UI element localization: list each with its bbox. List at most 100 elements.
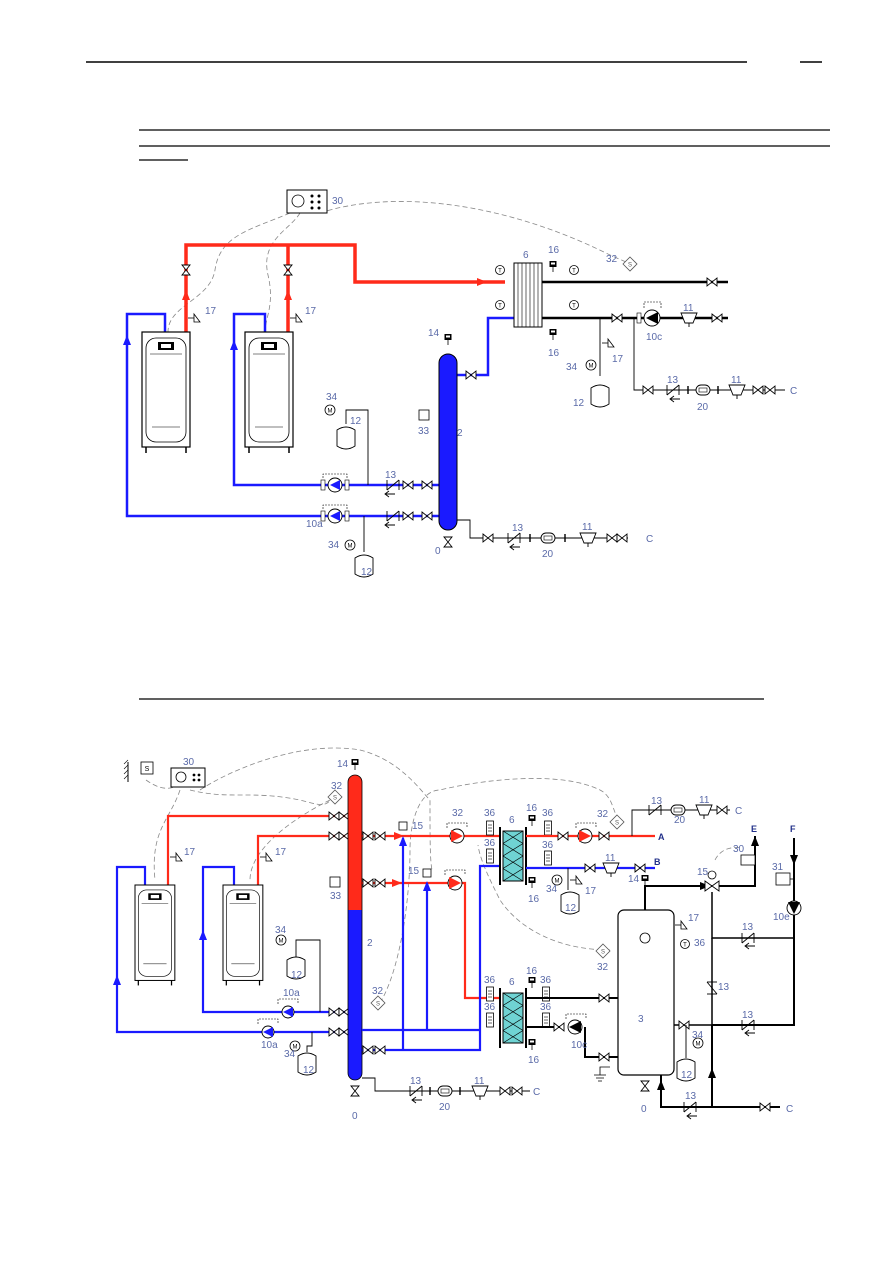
cold-up-arrow-2 — [423, 881, 431, 891]
hot-branch-valve-2 — [374, 831, 386, 841]
label-sensor: 32 — [606, 254, 618, 265]
meter-icon — [437, 1085, 453, 1097]
label-filter-secondary: 11 — [683, 303, 694, 314]
hot-riser-arrow-2 — [284, 290, 292, 300]
boiler-2 — [244, 331, 294, 454]
label-safety-valve-2: 17 — [305, 306, 317, 317]
label-meter-fill-2: 20 — [439, 1102, 451, 1113]
thermo-strip-6 — [486, 1012, 494, 1028]
boiler-1-hot-valve — [328, 811, 340, 821]
label-filter-top: 11 — [699, 795, 710, 806]
air-vent-15a — [398, 821, 408, 831]
top-fill-line — [631, 809, 730, 836]
pump-icon — [320, 473, 350, 493]
tank-thermometer — [680, 939, 690, 949]
label-fill-top: C — [735, 806, 742, 817]
label-vessel-2: 12 — [303, 1065, 315, 1076]
controller-2-icon — [740, 854, 756, 866]
secondary-fill-filter — [728, 384, 746, 400]
boiler-1-safety — [169, 852, 183, 862]
label-vessel-primary: 12 — [350, 416, 362, 427]
thermometer-3 — [569, 265, 579, 275]
label-safety-3: 17 — [585, 886, 597, 897]
label-check-valve-secondary: 13 — [667, 375, 679, 386]
heat-exchanger-icon — [513, 262, 543, 328]
secondary-fill-line — [633, 318, 785, 391]
label-fill-tank: C — [786, 1104, 793, 1115]
f-arrow — [790, 855, 798, 865]
label-filter-fill-2: 11 — [474, 1076, 485, 1087]
e-arrow — [751, 836, 759, 846]
secondary-fill-arrow — [669, 395, 680, 403]
label-check-2: 13 — [718, 982, 730, 993]
label-fill-end-primary: C — [646, 534, 653, 545]
hx1-vent-top — [528, 814, 536, 827]
thermometer-4 — [569, 300, 579, 310]
boiler-1-hot-valve-b — [338, 811, 350, 821]
vessel-branch-2-1 — [295, 939, 321, 1012]
label-check-top: 13 — [651, 796, 663, 807]
label-meter-top: 20 — [674, 815, 686, 826]
cold-supply-line — [660, 1075, 780, 1108]
label-vent-3: 16 — [526, 966, 538, 977]
label-filter-secondary-fill: 11 — [731, 375, 742, 386]
label-hx-1: 6 — [509, 815, 515, 826]
thermometer-1 — [495, 265, 505, 275]
boiler-2-valve — [283, 264, 293, 276]
hx2-vent-top — [528, 976, 536, 989]
pump-icon — [444, 869, 466, 891]
label-drain: 0 — [435, 546, 441, 557]
separator-drain-2 — [350, 1085, 360, 1097]
flow-arrow-13a — [744, 942, 755, 950]
label-out-b: B — [654, 857, 661, 867]
label-thermo-1: 36 — [484, 808, 496, 819]
return-valve-2-1b — [338, 1007, 350, 1017]
label-manometer-4: 34 — [692, 1030, 704, 1041]
label-thermo-5: 36 — [484, 975, 496, 986]
label-fill-end-2: C — [533, 1087, 540, 1098]
boiler-2-hot-valve-b — [338, 831, 350, 841]
label-thermo-3: 36 — [542, 808, 554, 819]
f-line — [712, 838, 795, 1026]
label-vent-1: 16 — [526, 803, 538, 814]
cold-up-arrow-1 — [399, 836, 407, 846]
hx1-vent-bottom — [528, 876, 536, 889]
top-fill-valve — [716, 805, 728, 815]
pump-icon — [565, 1013, 587, 1035]
separator-sensor-bottom — [370, 995, 386, 1011]
separator-drain-valve — [443, 536, 453, 548]
pump-icon — [786, 900, 802, 916]
label-check-valve-fill: 13 — [512, 523, 524, 534]
expansion-vessel-1 — [336, 426, 356, 450]
thermo-strip-2 — [486, 848, 494, 864]
flow-arrow-primary-1 — [384, 490, 395, 498]
hx-air-vent-top — [549, 260, 557, 273]
hydraulic-separator-2 — [347, 774, 363, 1081]
hot-flow-arrow — [477, 278, 487, 286]
label-check-4: 13 — [685, 1091, 697, 1102]
return-arrow-2 — [230, 340, 238, 350]
safety-valve-1 — [187, 313, 201, 323]
secondary-outlet-valve — [706, 277, 718, 287]
return-arrow-2a — [113, 975, 121, 985]
label-vessel-1: 12 — [291, 970, 303, 981]
label-safety-1: 17 — [184, 847, 196, 858]
wall-sensor-icon: S — [123, 759, 154, 782]
label-manometer-2: 34 — [284, 1049, 296, 1060]
filter-icon — [579, 532, 597, 548]
ground-icon — [594, 1066, 610, 1082]
label-air-vent-2: 15 — [408, 866, 420, 877]
label-safety-2: 17 — [275, 847, 287, 858]
vessel-branch-2-2 — [306, 1032, 313, 1052]
label-air-vent-1: 15 — [412, 821, 424, 832]
cold-return-pipes-2 — [115, 865, 355, 1034]
controller-icon — [170, 767, 206, 788]
fill-flow-arrow — [509, 543, 520, 551]
label-sensor-c: 32 — [452, 808, 464, 819]
secondary-meter — [695, 384, 711, 396]
label-hx-2: 6 — [509, 977, 515, 988]
output-a-sensor — [609, 814, 625, 830]
label-vent-2: 16 — [528, 894, 540, 905]
tank-safety-valve — [674, 920, 688, 930]
label-manometer-secondary: 34 — [566, 362, 578, 373]
